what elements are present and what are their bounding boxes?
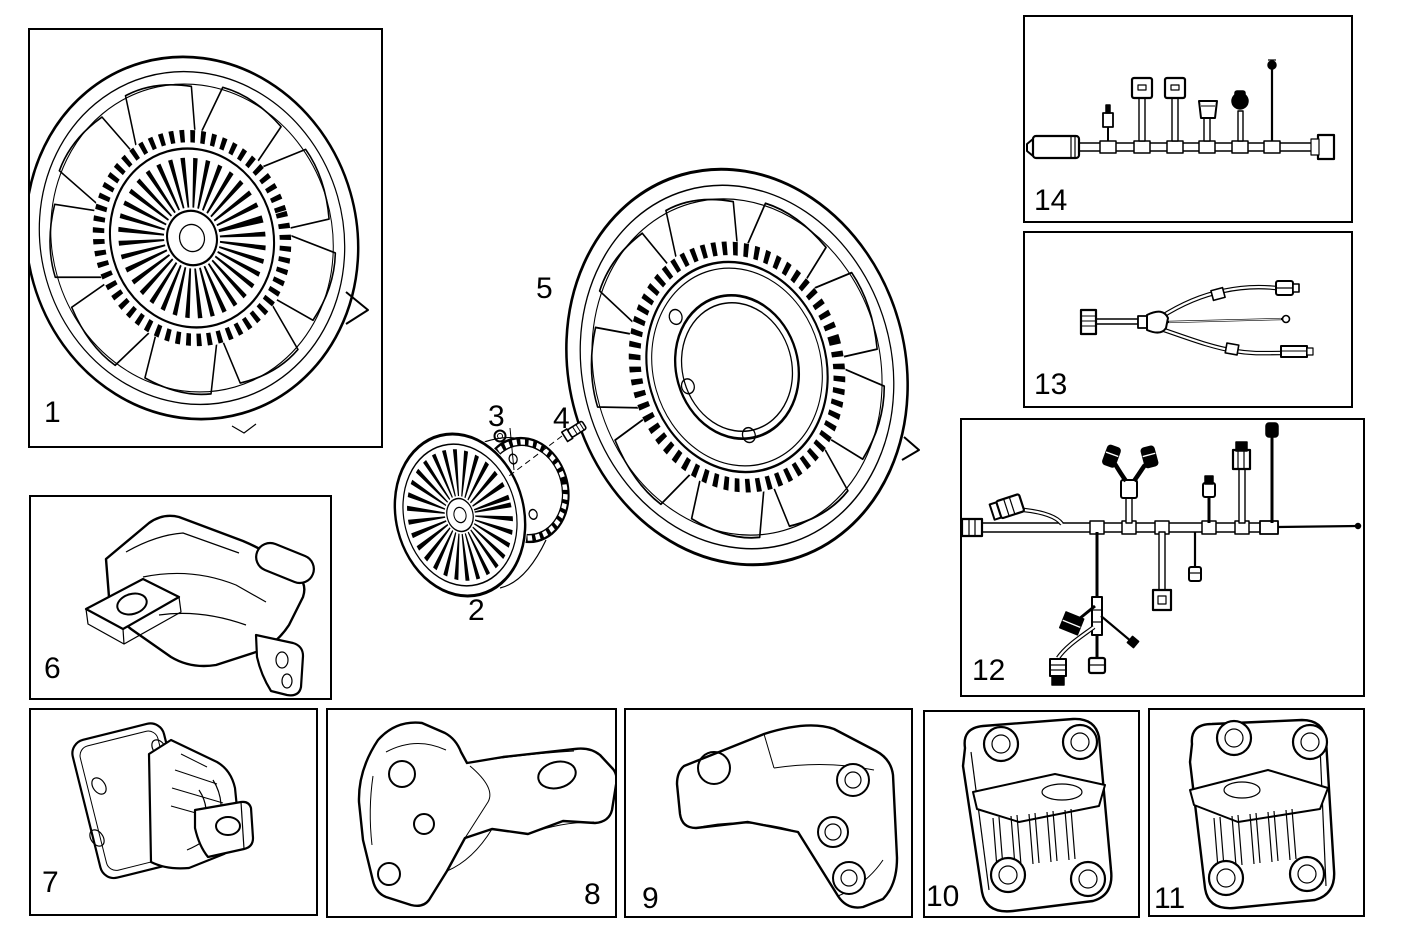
panel-mount-bracket-b [1148,708,1365,917]
injector-harness-drawing [1026,59,1336,161]
fan-shroud-tab [901,436,920,461]
fan-with-clutch-drawing [30,30,381,446]
engine-harness-drawing [962,422,1362,686]
viscous-clutch-drawing [392,431,572,599]
callout-12: 12 [972,654,1006,687]
panel-engine-harness [960,418,1365,697]
cooling-fan-drawing [520,140,953,606]
callout-3: 3 [488,400,505,433]
nut-drawing [493,429,507,443]
panel-mount-bracket-a [923,710,1140,918]
engine-mount-drawing [84,514,315,697]
panel-support-bracket-b [624,708,913,918]
panel-adapter-cable [1023,231,1353,408]
panel-injector-harness [1023,15,1353,223]
callout-1: 1 [44,396,61,429]
engine-mount-plate-drawing [71,722,255,880]
leader-lines [508,427,563,477]
panel-engine-mount-lower [29,708,318,916]
callout-4: 4 [553,402,570,435]
callout-10: 10 [926,880,960,913]
adapter-cable-drawing [1079,280,1314,358]
support-bracket-a-drawing [357,721,615,908]
panel-engine-mount-upper [29,495,332,700]
callout-8: 8 [584,878,601,911]
callout-7: 7 [42,866,59,899]
panel-support-bracket-a [326,708,617,918]
callout-14: 14 [1034,184,1068,217]
callout-6: 6 [44,652,61,685]
callout-9: 9 [642,882,659,915]
callout-11: 11 [1154,882,1186,915]
support-bracket-b-drawing [675,724,899,909]
panel-fan-clutch-assembly [28,28,383,448]
callout-5: 5 [536,272,553,305]
mount-bracket-b-drawing [1188,718,1336,910]
mount-bracket-a-drawing [961,717,1113,913]
shroud-tab [345,291,369,325]
callout-2: 2 [468,594,485,627]
callout-13: 13 [1034,368,1068,401]
screw-drawing [560,420,587,443]
fan-and-clutch-exploded-view [392,140,963,645]
